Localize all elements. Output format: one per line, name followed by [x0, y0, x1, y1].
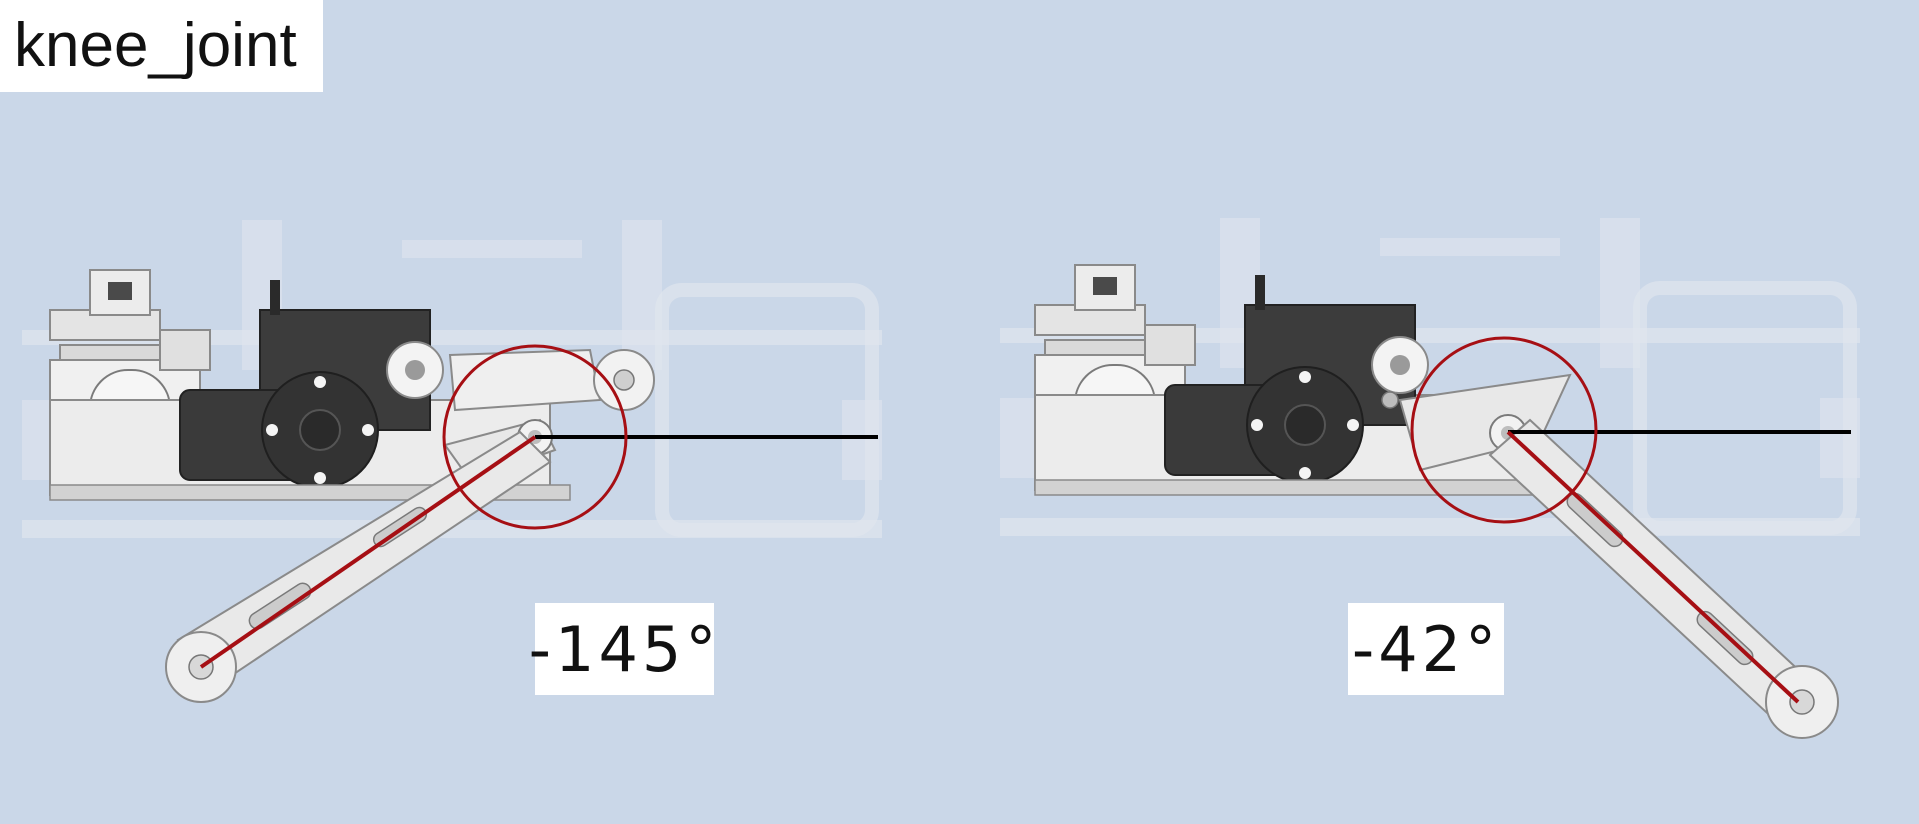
left-panel-assembly [22, 220, 882, 703]
title-box: knee_joint [0, 0, 323, 92]
right-panel-assembly [1000, 218, 1860, 739]
right-knee-circle [1410, 336, 1598, 524]
left-knee-circle [442, 344, 628, 530]
left-angle-label-box: -145° [528, 603, 721, 695]
left-angle-label: -145° [528, 612, 721, 686]
right-angle-line [1506, 430, 1800, 704]
right-angle-label: -42° [1351, 612, 1501, 686]
diagram-title: knee_joint [14, 11, 297, 80]
left-angle-line [199, 435, 537, 669]
right-angle-label-box: -42° [1348, 603, 1504, 695]
